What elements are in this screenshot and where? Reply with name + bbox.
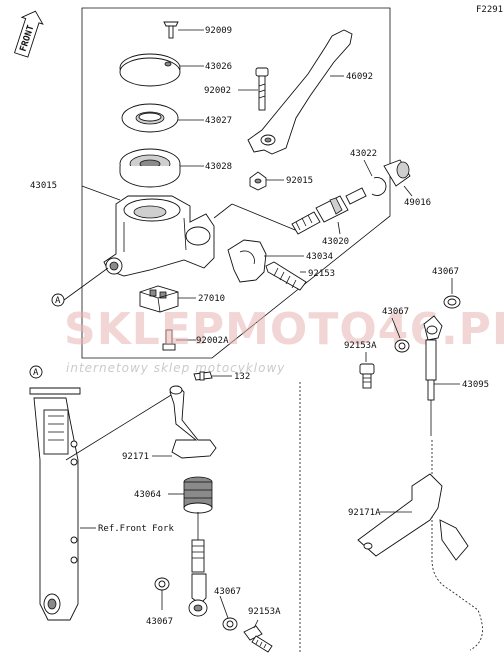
dust-boot-49016 [383, 159, 411, 187]
label-43067-mid: 43067 [382, 307, 409, 317]
label-43015: 43015 [30, 181, 57, 191]
label-92015: 92015 [286, 176, 313, 186]
hose-clamp-92171 [169, 385, 217, 459]
pivot-bolt-92002 [255, 67, 269, 111]
master-cylinder-43015 [103, 195, 215, 277]
banjo-bolt-92153A-mid [359, 363, 375, 389]
label-92171: 92171 [122, 452, 149, 462]
label-43067-bottom-right: 43067 [214, 587, 241, 597]
screw-92002A [162, 329, 176, 351]
watermark-logo: SKLEPMOTO46.PL internetowy sklep motocyk… [64, 304, 504, 375]
callout-a-bottom: A [29, 365, 43, 379]
screw-92009 [163, 21, 179, 39]
label-27010: 27010 [198, 294, 225, 304]
label-46092: 46092 [346, 72, 373, 82]
label-43026: 43026 [205, 62, 232, 72]
diaphragm-plate-43027 [121, 103, 179, 133]
brake-lever-46092 [247, 29, 353, 155]
brake-hose-43095 [423, 315, 443, 436]
label-43067-bottom-left: 43067 [146, 617, 173, 627]
label-43095: 43095 [462, 380, 489, 390]
label-43067-top: 43067 [432, 267, 459, 277]
washer-43067-mid [394, 339, 410, 353]
figure-code: F2291 [476, 5, 503, 15]
svg-text:A: A [33, 368, 39, 378]
svg-text:A: A [55, 296, 61, 306]
banjo-bolt-92153A-bottom [243, 625, 273, 653]
label-43028: 43028 [205, 162, 232, 172]
label-92009: 92009 [205, 26, 232, 36]
label-92171A: 92171A [348, 508, 381, 518]
label-43027: 43027 [205, 116, 232, 126]
washer-43067-bottom-right [222, 617, 238, 631]
label-43064: 43064 [134, 490, 161, 500]
washer-43067-bottom-left [154, 577, 170, 591]
svg-text:internetowy sklep motocyklowy: internetowy sklep motocyklowy [66, 361, 285, 375]
hose-route-dotted-right [431, 440, 483, 651]
circlip-43022 [371, 177, 387, 196]
grommet-43064 [183, 476, 213, 514]
fork-top-cap [29, 387, 81, 395]
piston-assy-43020 [291, 187, 367, 235]
label-49016: 49016 [404, 198, 431, 208]
clamp-holder-43034 [227, 239, 267, 283]
label-92153A-bottom: 92153A [248, 607, 281, 617]
label-ref-front-fork: Ref.Front Fork [98, 524, 174, 534]
bolt-92153 [265, 261, 307, 291]
callout-a-top: A [51, 293, 65, 307]
label-92002: 92002 [204, 86, 231, 96]
nut-92015 [249, 171, 267, 191]
label-43034: 43034 [306, 252, 333, 262]
diaphragm-43028 [119, 148, 181, 188]
reservoir-cap-43026 [119, 53, 181, 87]
label-43020: 43020 [322, 237, 349, 247]
washer-43067-top [443, 295, 461, 309]
label-92153A-mid: 92153A [344, 341, 377, 351]
label-92153: 92153 [308, 269, 335, 279]
front-fork-reference [33, 397, 79, 621]
label-132: 132 [234, 372, 250, 382]
label-43022: 43022 [350, 149, 377, 159]
bolt-132 [193, 371, 213, 381]
label-92002A: 92002A [196, 336, 229, 346]
hose-clamp-92171A [357, 473, 469, 561]
brake-switch-27010 [139, 285, 179, 313]
front-direction-marker: FRONT [13, 10, 44, 58]
hose-fitting-lower [188, 539, 208, 617]
